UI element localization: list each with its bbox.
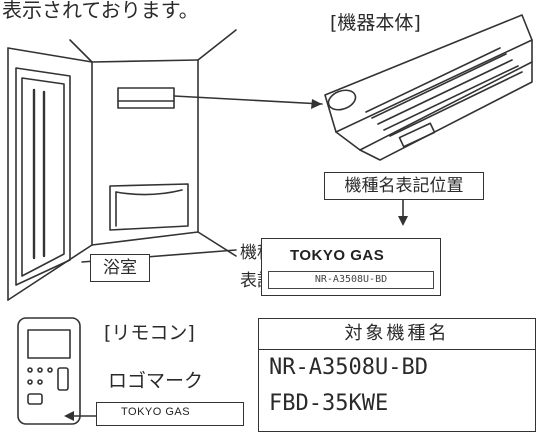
remote-controller-illustration — [17, 317, 81, 425]
model-position-label: 機種名表記位置 — [324, 172, 484, 200]
small-logo-box: TOKYO GAS — [96, 402, 244, 426]
target-models-table: 対象機種名 NR-A3508U-BD FBD-35KWE — [258, 318, 536, 432]
small-logo-brand-text: TOKYO GAS — [121, 406, 191, 418]
device-unit-illustration — [324, 14, 533, 161]
example-logo-box: TOKYO GAS NR-A3508U-BD — [261, 238, 441, 296]
target-models-header: 対象機種名 — [259, 319, 535, 350]
bathroom-label: 浴室 — [90, 254, 150, 282]
bathroom-illustration — [7, 29, 237, 301]
logo-brand-text: TOKYO GAS — [290, 247, 385, 264]
target-model-row-1: NR-A3508U-BD — [269, 355, 428, 380]
logo-mark-label: ロゴマーク — [108, 370, 204, 392]
pointer-arrow-to-device — [173, 95, 323, 105]
device-unit-title: [機器本体] — [330, 12, 421, 34]
target-model-row-2: FBD-35KWE — [269, 391, 389, 416]
top-partial-text: 表示されております。 — [2, 0, 199, 22]
logo-model-frame: NR-A3508U-BD — [268, 271, 434, 289]
logo-model-text: NR-A3508U-BD — [314, 274, 388, 285]
remote-title: [リモコン] — [104, 322, 195, 344]
